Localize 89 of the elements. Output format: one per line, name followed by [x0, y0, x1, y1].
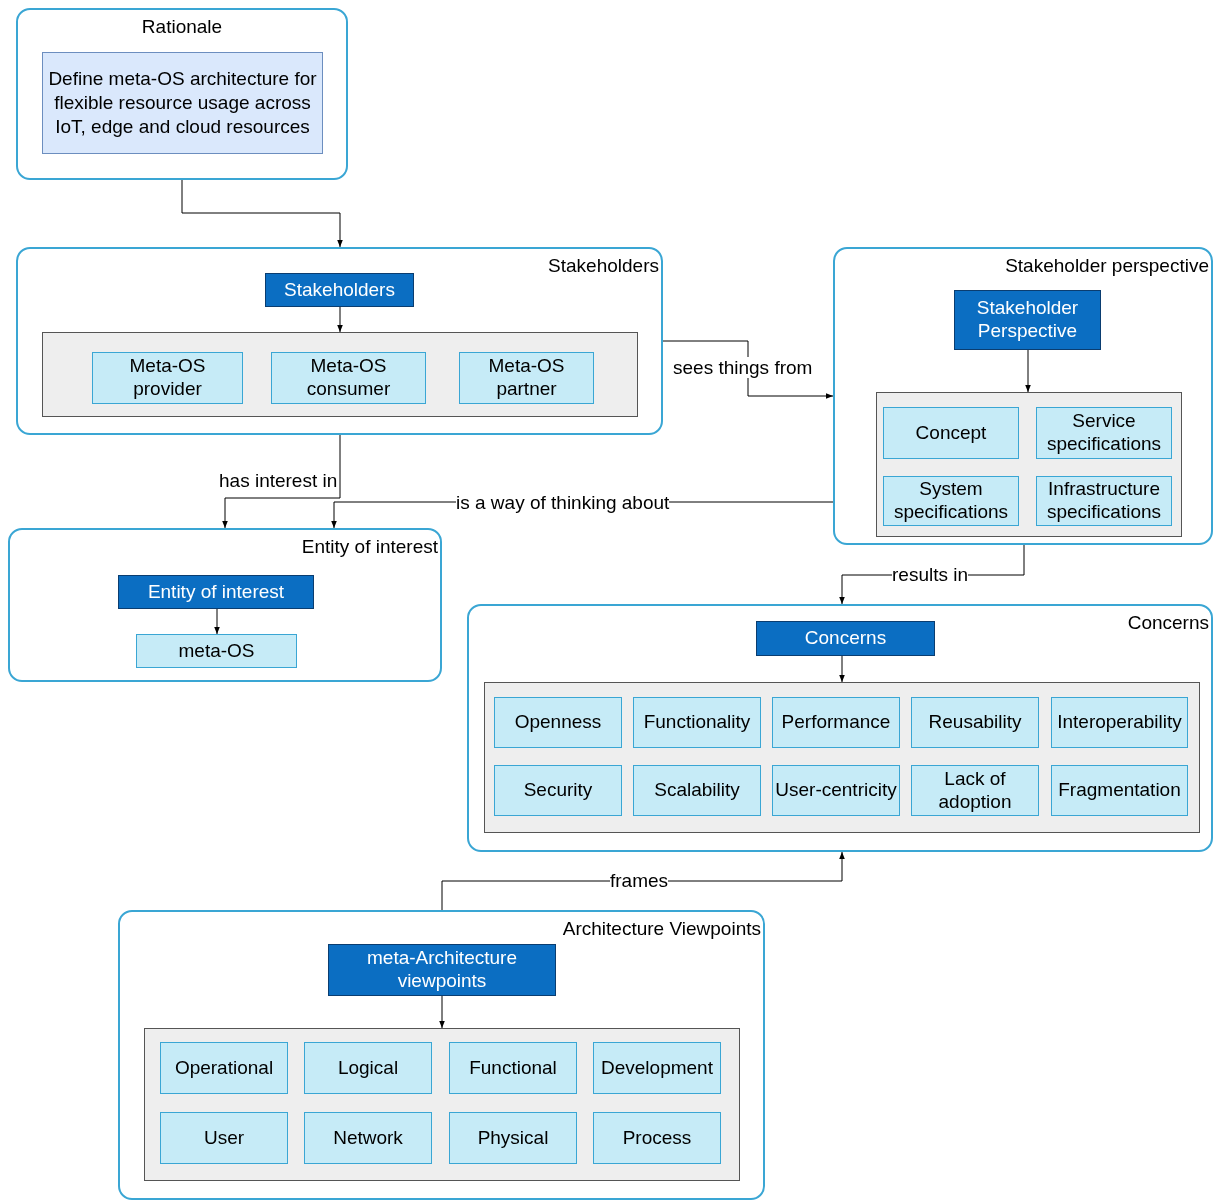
node-text: Meta-OS consumer: [305, 355, 392, 401]
concept-box: [160, 1112, 288, 1164]
connector-arrow: [662, 340, 834, 399]
node-text: meta-OS: [178, 639, 255, 663]
connector-arrow: [1025, 349, 1031, 393]
connector-arrow: [839, 655, 845, 683]
panel-title: Stakeholders: [548, 255, 659, 277]
connector-arrow: [214, 608, 220, 635]
group-panel: [16, 8, 348, 180]
concept-box: [494, 765, 622, 816]
concept-box: [883, 407, 1019, 459]
node-text: Meta-OS partner: [487, 355, 566, 401]
panel-title: Entity of interest: [301, 536, 438, 558]
concept-box: [633, 765, 761, 816]
group-box: [42, 332, 638, 417]
concept-box: [883, 476, 1019, 526]
node-text: Operational: [174, 1056, 274, 1080]
group-panel: [833, 247, 1213, 545]
node-text: Interoperability: [1057, 711, 1182, 734]
node-text: System specifications: [892, 478, 1010, 524]
connector-arrow: [222, 434, 341, 529]
node-text: Scalability: [654, 779, 740, 802]
heading-box: [265, 273, 414, 307]
node-text: Security: [523, 779, 593, 802]
concept-box: [772, 697, 900, 748]
concept-box: [633, 697, 761, 748]
concept-box: [271, 352, 426, 404]
connector-arrow: [337, 306, 343, 333]
edge-label: sees things from: [673, 357, 813, 378]
node-text: meta-Architecture viewpoints: [366, 947, 518, 993]
concept-box: [772, 765, 900, 816]
concept-box: [92, 352, 243, 404]
group-panel: [118, 910, 765, 1200]
node-text: Stakeholders: [284, 278, 395, 302]
panel-title: Architecture Viewpoints: [562, 918, 761, 940]
concept-box: [593, 1112, 721, 1164]
node-text: Physical: [477, 1126, 549, 1150]
heading-box: [954, 290, 1101, 350]
node-text: Infrastructure specifications: [1045, 478, 1163, 524]
concept-box: [494, 697, 622, 748]
connector-arrow: [181, 179, 343, 248]
node-text: Lack of adoption: [937, 767, 1013, 814]
node-text: Stakeholder Perspective: [975, 297, 1080, 343]
concept-box: [160, 1042, 288, 1094]
group-panel: [16, 247, 663, 435]
group-box: [876, 392, 1182, 537]
concept-box: [911, 697, 1039, 748]
group-panel: [8, 528, 442, 682]
concept-box: [304, 1042, 432, 1094]
node-text: Service specifications: [1045, 410, 1163, 456]
node-text: Reusability: [928, 711, 1022, 734]
node-text: Entity of interest: [147, 580, 285, 604]
node-text: Fragmentation: [1058, 779, 1181, 802]
concept-box: [459, 352, 594, 404]
panel-title: Stakeholder perspective: [1005, 255, 1209, 277]
node-text: Define meta-OS architecture for flexible resource usage across IoT, edge and cloud resources: [47, 67, 318, 139]
concept-box: [1051, 697, 1188, 748]
concept-box: [1036, 407, 1172, 459]
panel-title: Concerns: [1127, 612, 1209, 634]
heading-box: [118, 575, 314, 609]
heading-box: [756, 621, 935, 656]
connector-arrow: [439, 995, 445, 1029]
rationale-box: [42, 52, 323, 154]
heading-box: [328, 944, 556, 996]
concept-box: [1051, 765, 1188, 816]
group-box: [484, 682, 1200, 833]
panel-title: Rationale: [140, 16, 224, 38]
node-text: Development: [601, 1056, 713, 1080]
node-text: Network: [333, 1126, 403, 1150]
node-text: Openness: [514, 711, 602, 734]
node-text: Functional: [469, 1056, 557, 1080]
node-text: Concerns: [804, 627, 887, 650]
node-text: Meta-OS provider: [128, 355, 207, 401]
node-text: Concept: [915, 421, 987, 445]
node-text: User: [203, 1126, 245, 1150]
concept-box: [911, 765, 1039, 816]
concept-box: [449, 1042, 577, 1094]
node-text: Functionality: [643, 711, 751, 734]
node-text: Performance: [781, 711, 891, 734]
concept-box: [304, 1112, 432, 1164]
group-box: [144, 1028, 740, 1181]
node-text: User-centricity: [775, 779, 897, 802]
concept-box: [593, 1042, 721, 1094]
node-text: Logical: [337, 1056, 399, 1080]
concept-box: [136, 634, 297, 668]
node-text: Process: [622, 1126, 692, 1150]
concept-box: [1036, 476, 1172, 526]
group-panel: [467, 604, 1213, 852]
concept-box: [449, 1112, 577, 1164]
